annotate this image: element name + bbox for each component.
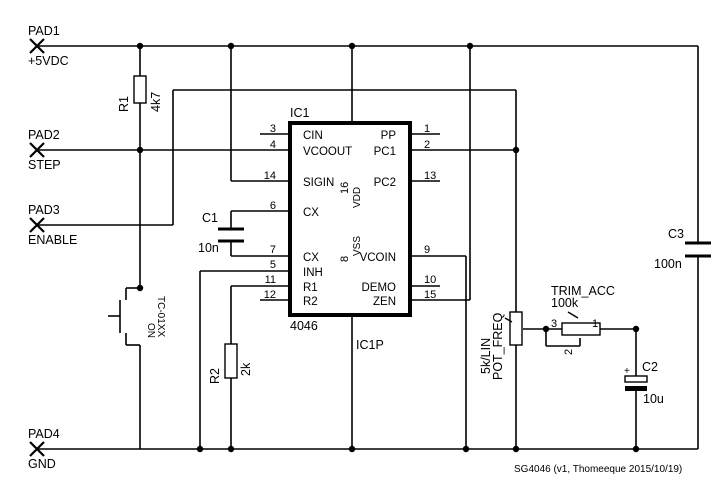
c2-plate-negative — [625, 386, 647, 391]
pin-num-15: 15 — [424, 289, 436, 301]
pot-freq-ref: POT_FREQ — [491, 312, 505, 380]
trim-acc-arrow — [567, 311, 579, 319]
pin-name-cin: CIN — [303, 130, 323, 142]
pot-freq-value: 5k/LIN — [479, 338, 493, 374]
wires — [38, 45, 699, 450]
trim-pin-1: 1 — [592, 318, 598, 330]
pad2-label: PAD2 — [28, 128, 60, 142]
pin-name-cx-6: CX — [303, 207, 319, 219]
pad-markers — [29, 38, 45, 457]
pot-freq-body — [509, 311, 523, 346]
pad3-signal: ENABLE — [28, 233, 77, 247]
vdd-pin-num: 16 — [339, 182, 351, 194]
footer-credit: SG4046 (v1, Thomeeque 2015/10/19) — [514, 464, 682, 475]
pin-name-cx-7: CX — [303, 252, 319, 264]
r2-resistor — [224, 343, 238, 379]
ic1-part: 4046 — [290, 319, 318, 333]
switch-part: TC-01XX — [155, 296, 166, 337]
c2-ref: C2 — [642, 360, 658, 374]
r1-value: 4k7 — [149, 92, 163, 112]
pin-name-demo: DEMO — [362, 282, 397, 294]
c2-value: 10u — [643, 392, 664, 406]
pin-num-1: 1 — [424, 123, 430, 135]
pad2-signal: STEP — [28, 158, 61, 172]
pin-name-vcoin: VCOIN — [360, 252, 396, 264]
pin-num-4: 4 — [270, 139, 276, 151]
vss-pin-num: 8 — [339, 256, 351, 262]
pad4-label: PAD4 — [28, 427, 60, 441]
trim-acc-body — [561, 322, 601, 336]
r2-value: 2k — [239, 362, 253, 376]
pad1-label: PAD1 — [28, 24, 60, 38]
pin-name-zen: ZEN — [373, 296, 396, 308]
c1-value: 10n — [198, 241, 219, 255]
pot-freq-wiper — [504, 317, 513, 323]
pin-num-2: 2 — [424, 139, 430, 151]
pin-num-6: 6 — [270, 200, 276, 212]
pin-name-r1: R1 — [303, 282, 318, 294]
trim-acc-ref: TRIM_ACC — [551, 284, 615, 298]
c3-value: 100n — [654, 257, 682, 271]
pin-num-7: 7 — [270, 244, 276, 256]
trim-pin-2: 2 — [563, 349, 575, 355]
pin-name-pp: PP — [381, 130, 397, 142]
pin-num-9: 9 — [424, 244, 430, 256]
pin-num-14: 14 — [264, 170, 276, 182]
vdd-label: VDD — [352, 187, 363, 208]
ic1-body — [288, 121, 412, 317]
trim-acc-value: 100k — [551, 296, 579, 310]
r1-ref: R1 — [117, 96, 131, 112]
ic1-ref: IC1 — [290, 106, 310, 120]
c2-plate-positive — [624, 375, 648, 383]
pin-name-r2: R2 — [303, 296, 318, 308]
ic1p-ref: IC1P — [356, 338, 384, 352]
trim-pin-3: 3 — [551, 318, 557, 330]
c3-ref: C3 — [668, 227, 684, 241]
c1-ref: C1 — [202, 211, 218, 225]
r2-ref: R2 — [208, 368, 222, 384]
pin-num-11: 11 — [265, 274, 276, 286]
pad4-signal: GND — [28, 457, 56, 471]
vss-label: VSS — [352, 236, 363, 256]
pin-num-3: 3 — [270, 123, 276, 135]
pin-name-pc1: PC1 — [374, 146, 396, 158]
pin-num-12: 12 — [264, 289, 276, 301]
pad3-label: PAD3 — [28, 203, 60, 217]
c2-plus-sign: + — [624, 366, 630, 377]
junction-dots — [136, 42, 640, 453]
pin-name-sigin: SIGIN — [303, 177, 334, 189]
pin-num-13: 13 — [424, 170, 436, 182]
pad1-signal: +5VDC — [28, 54, 69, 68]
pin-name-inh: INH — [303, 267, 323, 279]
r1-resistor — [133, 75, 147, 104]
switch-label: ON — [145, 323, 156, 338]
pin-name-vcoout: VCOOUT — [303, 146, 352, 158]
pin-num-10: 10 — [424, 274, 436, 286]
pin-name-pc2: PC2 — [374, 177, 396, 189]
pin-num-5: 5 — [270, 259, 276, 271]
